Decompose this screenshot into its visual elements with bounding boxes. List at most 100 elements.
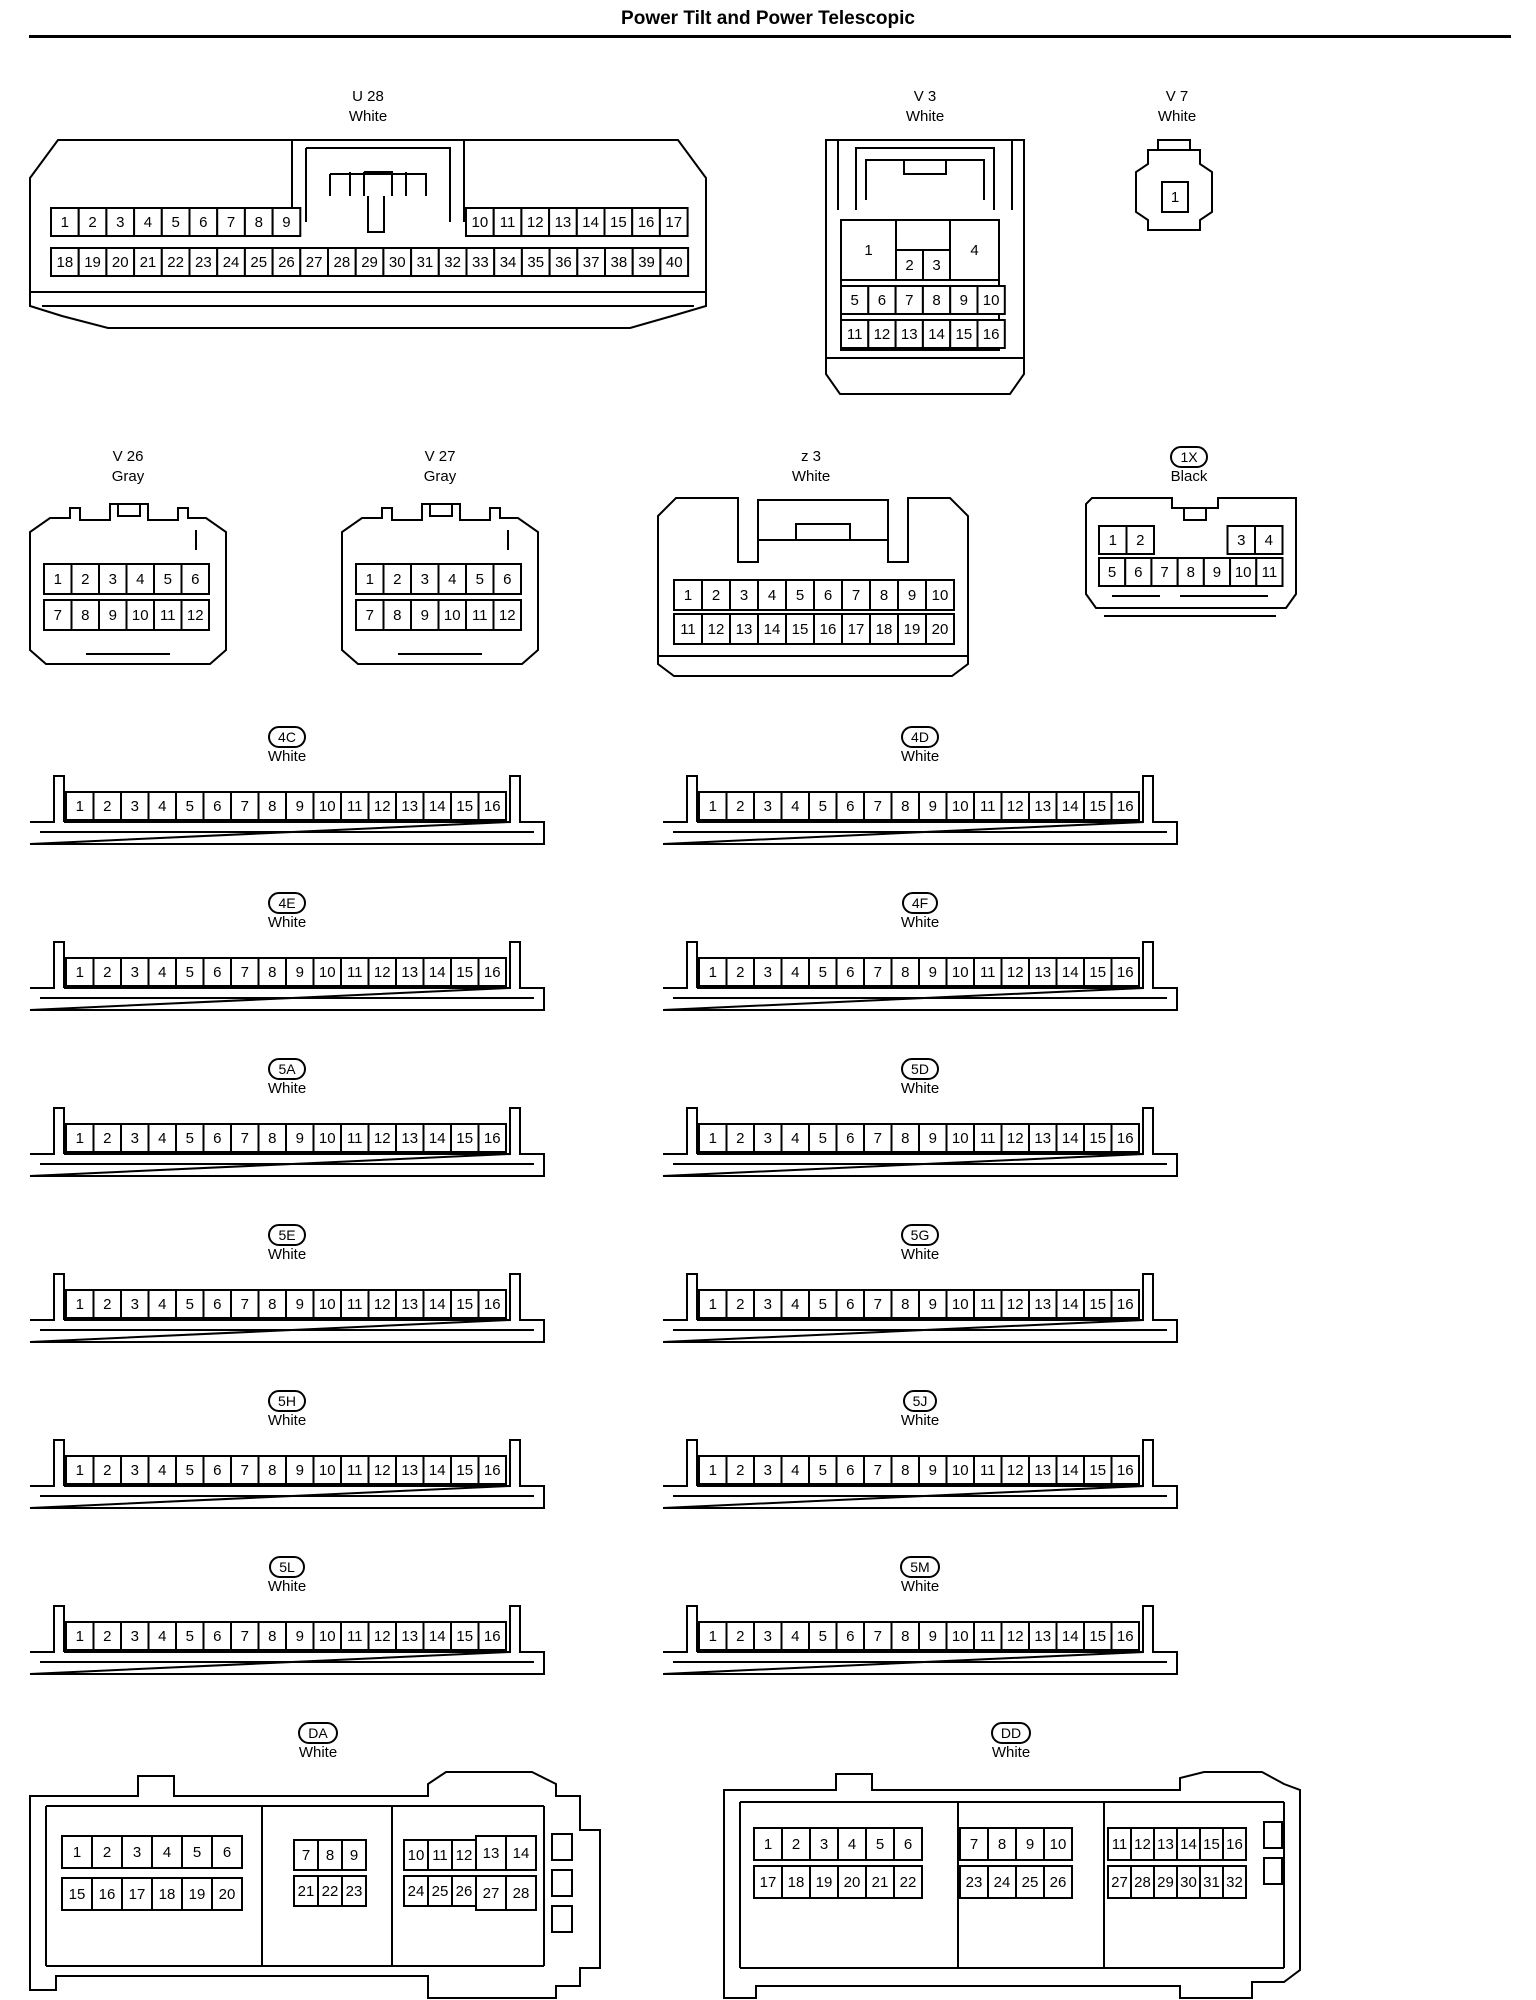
- terminal-pin: 4: [780, 1455, 810, 1485]
- terminal-pin: 11: [340, 1123, 370, 1153]
- pin-number: 1: [684, 587, 692, 604]
- terminal-pin: 7: [293, 1839, 319, 1871]
- pin-number: 7: [874, 964, 882, 981]
- pin-number: 4: [136, 571, 144, 588]
- terminal-pin: 14: [422, 1621, 452, 1651]
- pin-number: 11: [160, 607, 176, 624]
- pin-number: 9: [929, 964, 937, 981]
- terminal-pin: 9: [285, 1289, 315, 1319]
- connector-housing: [551, 1905, 573, 1933]
- pin-number: 10: [983, 292, 1000, 309]
- connector-housing: [662, 941, 1178, 1011]
- pin-number: 14: [1062, 1628, 1079, 1645]
- terminal-pin: 9: [285, 791, 315, 821]
- connector-housing: [341, 503, 539, 665]
- terminal-pin: 15: [450, 957, 480, 987]
- terminal-pin: 6: [867, 285, 897, 315]
- terminal-pin: 6: [202, 1621, 232, 1651]
- pin-number: 14: [513, 1845, 530, 1862]
- connector-5l-caption: 5L White: [227, 1556, 347, 1596]
- pin-number: 2: [736, 1462, 744, 1479]
- terminal-pin: 16: [1110, 1123, 1140, 1153]
- terminal-pin: 33: [465, 247, 496, 277]
- terminal-pin: 7: [1150, 557, 1179, 587]
- terminal-pin: 10: [1229, 557, 1258, 587]
- connector-housing: [29, 1273, 545, 1343]
- terminal-pin: 14: [1055, 1123, 1085, 1153]
- pin-number: 14: [1062, 964, 1079, 981]
- terminal-pin: 2: [382, 563, 412, 595]
- terminal-pin: 17: [121, 1877, 153, 1911]
- terminal-pin: 14: [921, 319, 952, 349]
- terminal-pin: 7: [216, 207, 246, 237]
- pin-number: 26: [456, 1883, 473, 1900]
- terminal-pin: 32: [1222, 1865, 1247, 1899]
- terminal-pin: 6: [813, 579, 843, 611]
- pin-number: 16: [484, 798, 501, 815]
- pin-number: 27: [1111, 1874, 1128, 1891]
- pin-number: 12: [456, 1847, 473, 1864]
- pin-number: 4: [158, 798, 166, 815]
- terminal-pin: 8: [257, 1123, 287, 1153]
- terminal-pin: 16: [1110, 1621, 1140, 1651]
- latch: [398, 504, 509, 655]
- terminal-pin: 5: [465, 563, 495, 595]
- pin-number: 7: [852, 587, 860, 604]
- terminal-pin: 10: [945, 1621, 975, 1651]
- pin-number: 5: [819, 798, 827, 815]
- connector-color: Black: [1170, 468, 1208, 485]
- pin-number: 1: [709, 1296, 717, 1313]
- pin-number: 8: [268, 798, 276, 815]
- connector-5g-caption: 5G White: [860, 1224, 980, 1264]
- terminal-pin: 5: [808, 1123, 838, 1153]
- pin-number: 23: [195, 254, 212, 271]
- terminal-pin: 7: [894, 285, 924, 315]
- terminal-pin: 19: [77, 247, 108, 277]
- terminal-pin: 14: [1055, 1455, 1085, 1485]
- pin-number: 20: [112, 254, 129, 271]
- pin-number: 3: [764, 1130, 772, 1147]
- terminal-pin: 26: [271, 247, 302, 277]
- pin-number: 4: [768, 587, 776, 604]
- terminal-pin: 8: [921, 285, 952, 315]
- connector-5e-caption: 5E White: [227, 1224, 347, 1264]
- pin-number: 18: [788, 1874, 805, 1891]
- pin-number: 1: [709, 798, 717, 815]
- terminal-pin: 8: [890, 791, 920, 821]
- pin-number: 10: [132, 607, 149, 624]
- pin-number: 10: [319, 1296, 336, 1313]
- terminal-pin: 22: [317, 1875, 343, 1907]
- terminal-pin: 7: [230, 1455, 260, 1485]
- pin-number: 14: [1062, 798, 1079, 815]
- pin-number: 7: [241, 1296, 249, 1313]
- terminal-pin: 7: [230, 791, 260, 821]
- pin-number: 3: [764, 964, 772, 981]
- pin-number: 2: [712, 587, 720, 604]
- page-title: Power Tilt and Power Telescopic: [621, 8, 915, 29]
- terminal-pin: 16: [1110, 957, 1140, 987]
- connector-v7: 1: [1135, 139, 1213, 231]
- terminal-pin: 3: [120, 1621, 150, 1651]
- pin-number: 23: [966, 1874, 983, 1891]
- pin-number: 3: [764, 1296, 772, 1313]
- pin-number: 13: [1034, 1130, 1051, 1147]
- terminal-pin: 6: [492, 563, 522, 595]
- pin-number: 3: [131, 798, 139, 815]
- pin-number: 15: [1089, 1628, 1106, 1645]
- terminal-pin: 17: [753, 1865, 783, 1899]
- pin-number: 22: [900, 1874, 917, 1891]
- terminal-pin: 11: [973, 791, 1003, 821]
- terminal-pin: 9: [285, 1621, 315, 1651]
- connector-housing: [551, 1869, 573, 1897]
- terminal-pin: 13: [395, 1289, 425, 1319]
- terminal-pin: 24: [216, 247, 246, 277]
- pin-number: 21: [140, 254, 157, 271]
- pin-number: 7: [241, 1130, 249, 1147]
- pin-number: 6: [878, 292, 886, 309]
- terminal-pin: 3: [753, 791, 783, 821]
- terminal-pin: 15: [61, 1877, 93, 1911]
- connector-housing: [29, 775, 545, 845]
- terminal-pin: 15: [1083, 1123, 1113, 1153]
- connector-housing: [29, 1439, 545, 1509]
